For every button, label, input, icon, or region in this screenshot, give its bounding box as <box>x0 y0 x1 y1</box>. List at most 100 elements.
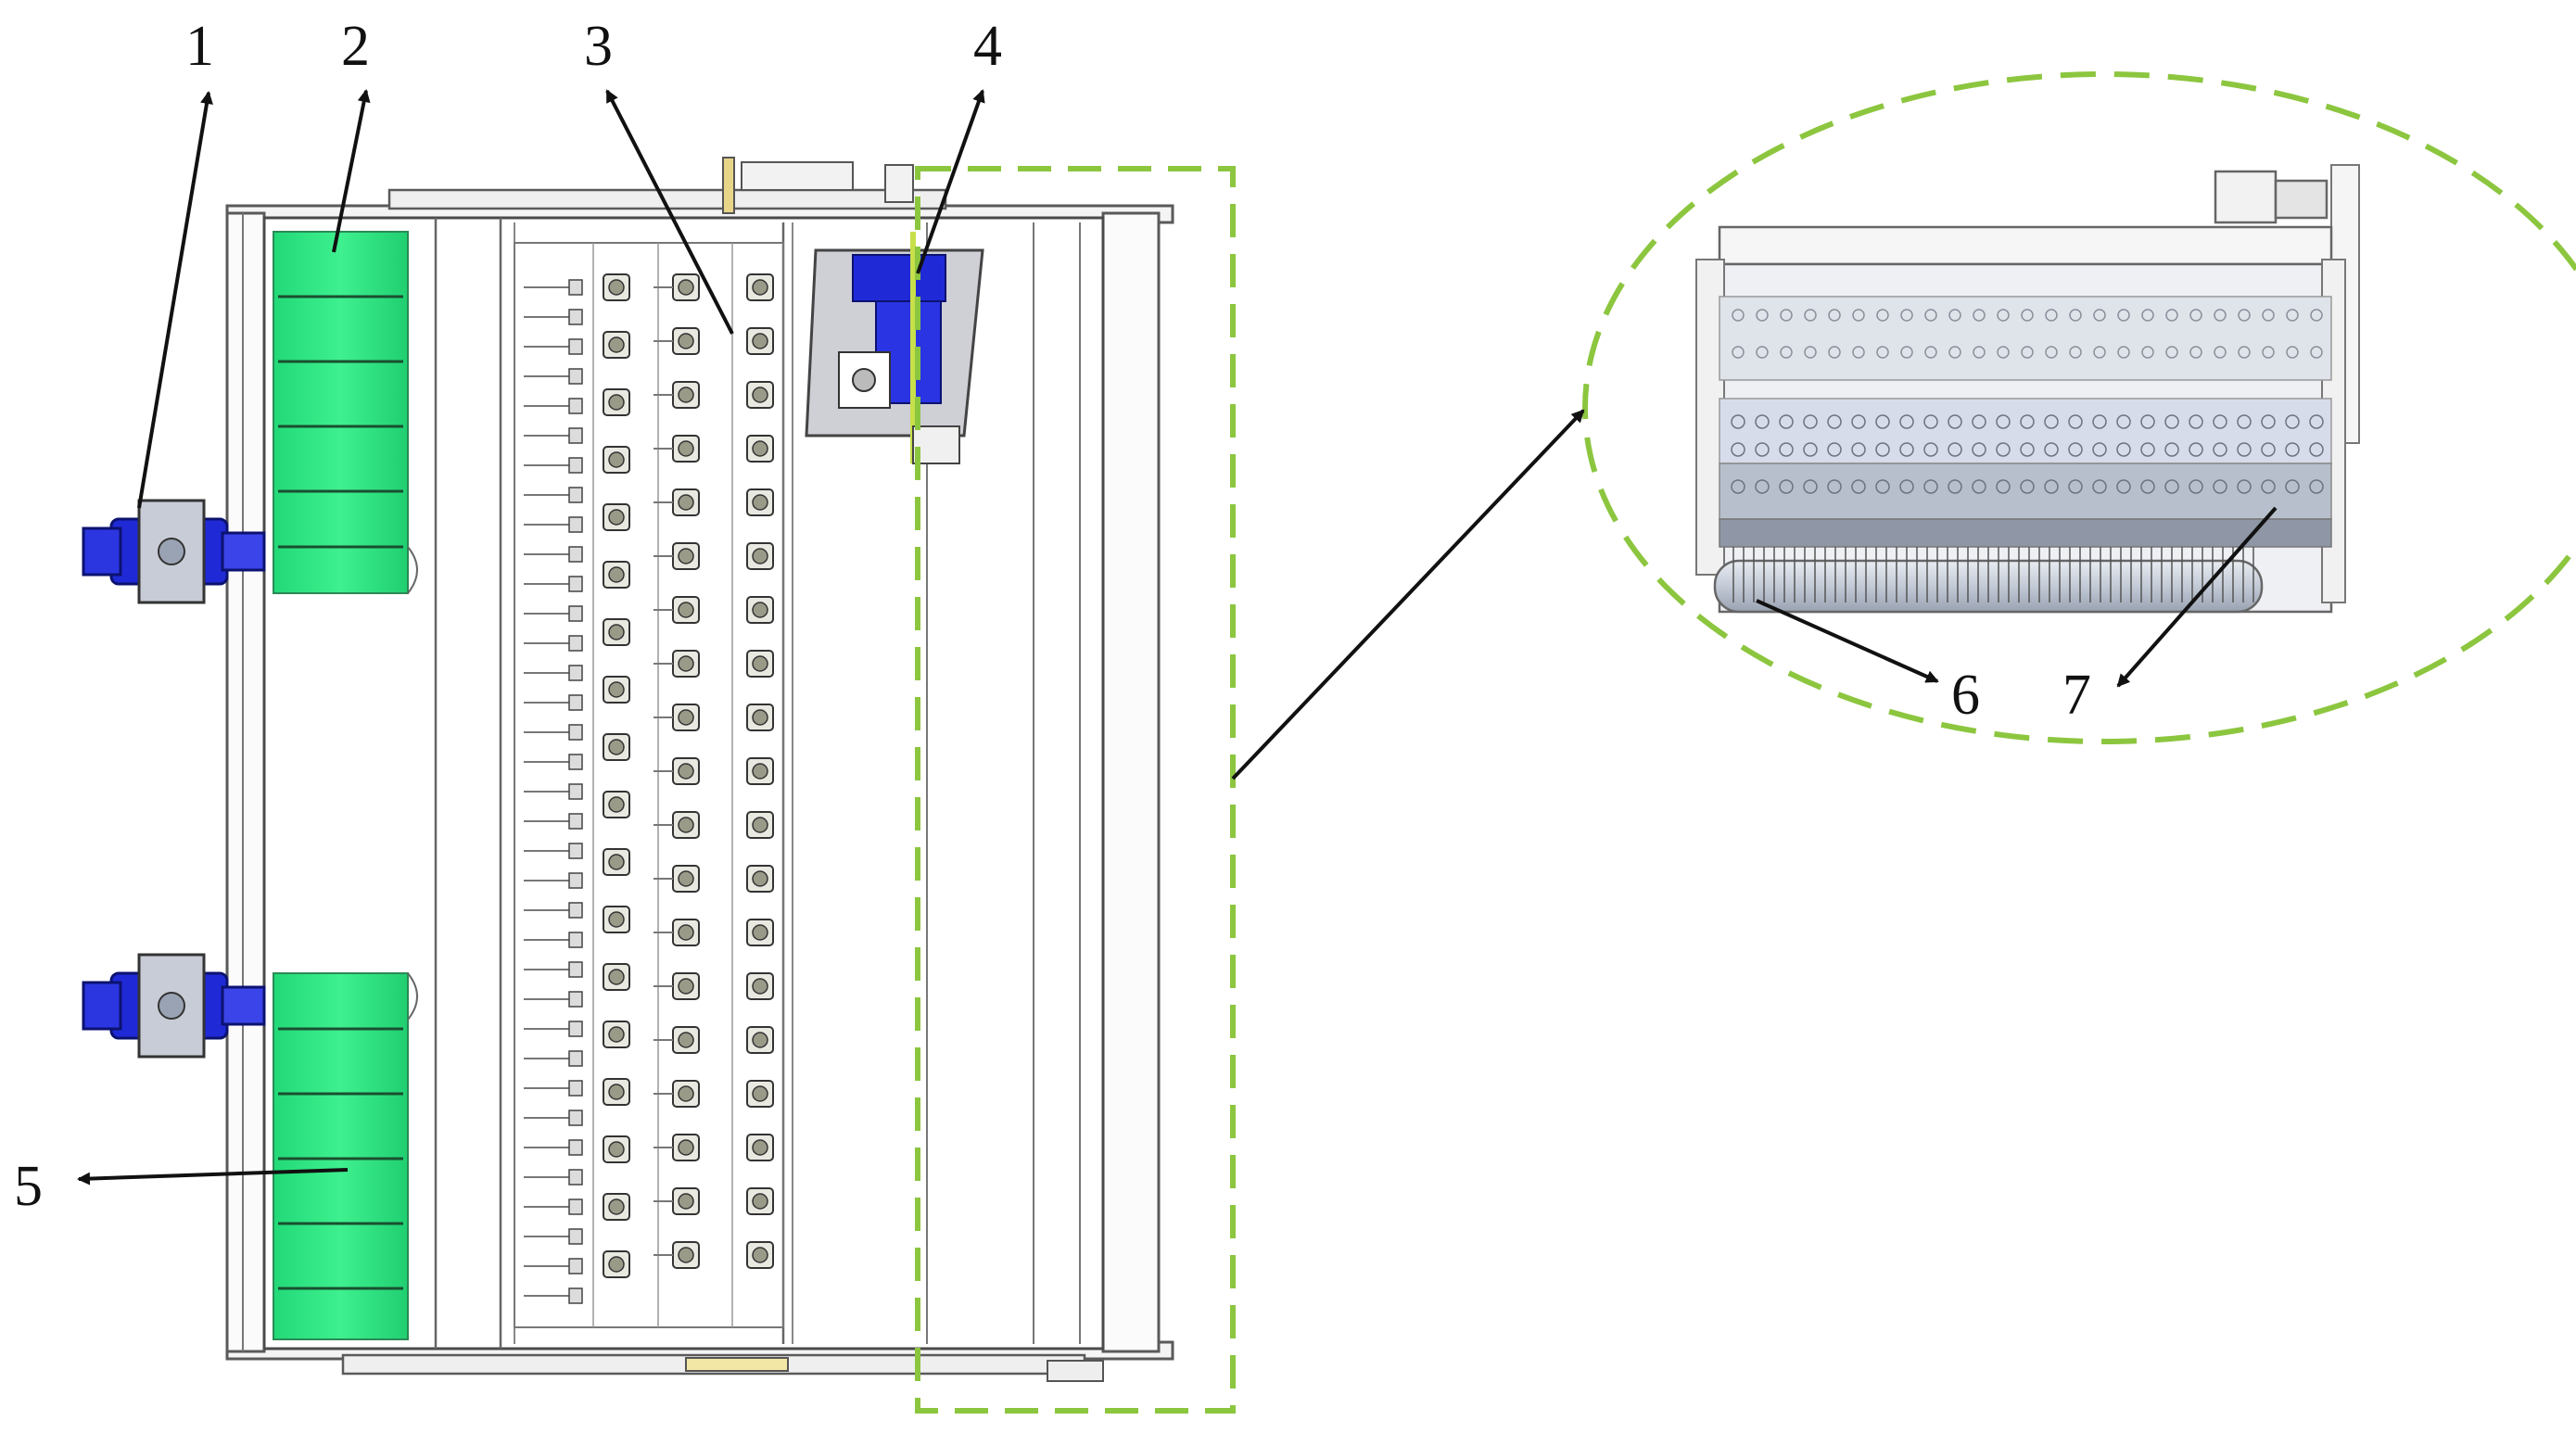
spray-nozzle-icon <box>2213 442 2227 457</box>
spray-nozzle-icon <box>2261 414 2276 429</box>
spray-nozzle-icon <box>2020 479 2035 494</box>
spray-nozzle-icon <box>1923 414 1938 429</box>
spray-nozzle-icon <box>746 704 774 731</box>
spray-nozzle-icon <box>1731 479 1745 494</box>
spray-nozzle-icon <box>2262 309 2275 322</box>
hydraulic-motor-icon <box>82 499 266 604</box>
spray-nozzle-icon <box>746 1080 774 1108</box>
spray-nozzle-icon <box>2309 414 2324 429</box>
spray-nozzle-icon <box>524 1139 583 1156</box>
leader-arrow-2 <box>332 89 371 253</box>
spray-nozzle-icon <box>2045 309 2058 322</box>
leader-arrow-3 <box>605 89 734 335</box>
spray-nozzle-icon <box>654 381 700 409</box>
spray-nozzle-icon <box>2237 479 2252 494</box>
spray-nozzle-icon <box>2189 309 2202 322</box>
spray-nozzle-icon <box>746 972 774 1000</box>
spray-nozzle-icon <box>603 791 630 818</box>
callout-leaders <box>77 89 2278 1186</box>
spray-nozzle-icon <box>2092 414 2107 429</box>
spray-nozzle-icon <box>2214 309 2227 322</box>
spray-nozzle-icon <box>746 435 774 463</box>
spray-nozzle-icon <box>2310 309 2323 322</box>
spray-nozzle-icon <box>524 338 583 355</box>
spray-nozzle-icon <box>654 650 700 678</box>
spray-nozzle-icon <box>2021 309 2034 322</box>
spray-nozzle-icon <box>2044 442 2059 457</box>
spray-nozzle-icon <box>654 596 700 624</box>
spray-nozzle-icon <box>1828 309 1841 322</box>
spray-nozzle-icon <box>2309 479 2324 494</box>
callout-5: 5 <box>14 1155 43 1218</box>
spray-nozzle-icon <box>2237 414 2252 429</box>
highlight-box <box>915 166 1236 1414</box>
spray-nozzle-icon <box>524 665 583 681</box>
spray-nozzle-icon <box>1996 414 2011 429</box>
spray-nozzle-icon <box>2140 442 2155 457</box>
spray-nozzle-icon <box>2068 442 2083 457</box>
spray-nozzle-icon <box>2285 479 2300 494</box>
spray-nozzle-icon <box>1803 479 1818 494</box>
spray-nozzle-icon <box>2068 414 2083 429</box>
spray-nozzle-icon <box>2140 414 2155 429</box>
spray-nozzle-icon <box>1755 442 1770 457</box>
spray-nozzle-icon <box>2069 346 2082 359</box>
spray-nozzle-icon <box>2116 414 2131 429</box>
spray-nozzle-icon <box>603 848 630 876</box>
spray-nozzle-icon <box>603 676 630 704</box>
callout-6: 6 <box>1951 664 1980 727</box>
spray-nozzle-icon <box>654 972 700 1000</box>
spray-nozzle-icon <box>1899 479 1914 494</box>
spray-nozzle-icon <box>524 694 583 711</box>
spray-nozzle-icon <box>1827 442 1842 457</box>
spray-nozzle-icon <box>1972 414 1986 429</box>
inset-machine <box>1695 164 2360 614</box>
spray-nozzle-icon <box>524 546 583 563</box>
spray-nozzle-icon <box>746 273 774 301</box>
spray-nozzle-icon <box>654 1026 700 1054</box>
spray-nozzle-icon <box>1779 414 1794 429</box>
spray-nozzle-icon <box>1948 479 1962 494</box>
spray-nozzle-icon <box>2164 442 2179 457</box>
spray-nozzle-icon <box>1876 346 1889 359</box>
spray-nozzle-icon <box>1732 309 1745 322</box>
spray-nozzle-icon <box>654 865 700 893</box>
spray-nozzle-icon <box>2093 309 2106 322</box>
spray-nozzle-icon <box>524 1080 583 1097</box>
spray-nozzle-icon <box>1852 346 1865 359</box>
magnify-connector-arrow <box>1231 409 1585 780</box>
spray-nozzle-icon <box>2238 346 2251 359</box>
spray-nozzle-icon <box>2165 309 2178 322</box>
spray-nozzle-icon <box>654 757 700 785</box>
spray-nozzle-icon <box>2189 442 2203 457</box>
spray-nozzle-icon <box>524 368 583 385</box>
spray-nozzle-icon <box>2020 414 2035 429</box>
spray-nozzle-icon <box>746 919 774 946</box>
spray-nozzle-icon <box>1875 414 1890 429</box>
spray-nozzle-icon <box>2164 414 2179 429</box>
spray-nozzle-icon <box>746 650 774 678</box>
spray-nozzle-icon <box>2309 442 2324 457</box>
spray-nozzle-icon <box>1756 346 1769 359</box>
spray-nozzle-icon <box>654 1134 700 1161</box>
spray-nozzle-icon <box>746 488 774 516</box>
spray-nozzle-icon <box>746 542 774 570</box>
spray-nozzle-icon <box>1732 346 1745 359</box>
spray-nozzle-icon <box>654 704 700 731</box>
spray-nozzle-icon <box>1731 414 1745 429</box>
spray-nozzle-icon <box>1924 309 1937 322</box>
spray-nozzle-icon <box>2189 414 2203 429</box>
drive-unit <box>805 232 984 464</box>
spray-nozzle-icon <box>2141 346 2154 359</box>
spray-nozzle-icon <box>1804 346 1817 359</box>
spray-nozzle-icon <box>603 963 630 991</box>
spray-nozzle-icon <box>2213 414 2227 429</box>
spray-nozzle-icon <box>1731 442 1745 457</box>
spray-nozzle-icon <box>524 487 583 503</box>
hydraulic-motor-icon <box>82 953 266 1059</box>
spray-nozzle-icon <box>2285 442 2300 457</box>
spray-nozzle-icon <box>524 1228 583 1245</box>
spray-nozzle-icon <box>1997 346 2010 359</box>
spray-nozzle-icon <box>746 1241 774 1269</box>
spray-nozzle-icon <box>1780 309 1793 322</box>
